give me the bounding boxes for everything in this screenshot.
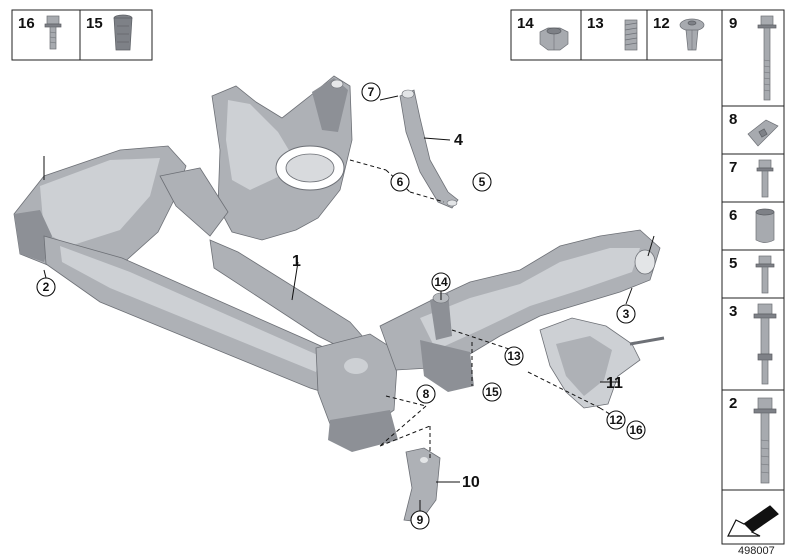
side-parts-column: 9 8 7 6 5 3 2 bbox=[721, 9, 785, 545]
hex-bolt-icon bbox=[753, 397, 777, 484]
callout-16[interactable]: 16 bbox=[626, 420, 646, 440]
callout-12[interactable]: 12 bbox=[606, 410, 626, 430]
callout-6[interactable]: 6 bbox=[390, 172, 410, 192]
svg-text:14: 14 bbox=[434, 275, 448, 289]
part-number-13: 13 bbox=[587, 15, 604, 32]
svg-text:15: 15 bbox=[485, 385, 499, 399]
stud-bolt-icon bbox=[753, 303, 777, 385]
part-number-7: 7 bbox=[729, 159, 737, 176]
callout-8[interactable]: 8 bbox=[416, 384, 436, 404]
svg-text:13: 13 bbox=[507, 349, 521, 363]
callout-14[interactable]: 14 bbox=[431, 272, 451, 292]
part-number-2: 2 bbox=[729, 395, 737, 412]
svg-text:2: 2 bbox=[43, 280, 50, 294]
header-parts-right: 14 13 12 bbox=[510, 9, 723, 61]
part-cell-5[interactable] bbox=[721, 249, 785, 299]
part-number-6: 6 bbox=[729, 207, 737, 224]
document-id: 498007 bbox=[738, 545, 775, 557]
part-cell-2[interactable] bbox=[721, 389, 785, 491]
hex-nut-icon bbox=[539, 27, 569, 51]
part-cell-16[interactable] bbox=[11, 9, 81, 61]
axle-carrier-assembly bbox=[13, 75, 665, 523]
callout-10[interactable]: 10 bbox=[462, 474, 480, 491]
bracket-clip-icon bbox=[747, 119, 779, 147]
svg-text:9: 9 bbox=[417, 513, 424, 527]
part-number-15: 15 bbox=[86, 15, 103, 32]
callout-13[interactable]: 13 bbox=[504, 346, 524, 366]
hex-flange-bolt-icon bbox=[44, 15, 62, 50]
callout-2[interactable]: 2 bbox=[36, 277, 56, 297]
header-parts-left: 16 15 bbox=[11, 9, 153, 61]
callout-11[interactable]: 11 bbox=[606, 375, 623, 392]
callout-7[interactable]: 7 bbox=[361, 82, 381, 102]
direction-arrow-icon bbox=[727, 505, 779, 537]
part-cell-3[interactable] bbox=[721, 297, 785, 391]
svg-text:6: 6 bbox=[397, 175, 404, 189]
callout-15[interactable]: 15 bbox=[482, 382, 502, 402]
threaded-sleeve-icon bbox=[624, 19, 638, 51]
part-number-5: 5 bbox=[729, 255, 737, 272]
svg-text:12: 12 bbox=[609, 413, 623, 427]
callout-5[interactable]: 5 bbox=[472, 172, 492, 192]
bushing-sleeve-icon bbox=[755, 208, 775, 243]
svg-text:7: 7 bbox=[368, 85, 375, 99]
callout-4[interactable]: 4 bbox=[454, 132, 463, 149]
svg-text:5: 5 bbox=[479, 175, 486, 189]
part-number-16: 16 bbox=[18, 15, 35, 32]
svg-text:16: 16 bbox=[629, 423, 643, 437]
svg-text:8: 8 bbox=[423, 387, 430, 401]
part-number-14: 14 bbox=[517, 15, 534, 32]
expanding-rivet-icon bbox=[679, 18, 705, 51]
part-number-12: 12 bbox=[653, 15, 670, 32]
svg-text:3: 3 bbox=[623, 307, 630, 321]
part-number-3: 3 bbox=[729, 303, 737, 320]
flange-bolt-icon bbox=[755, 255, 775, 294]
part-number-8: 8 bbox=[729, 111, 737, 128]
long-bolt-icon bbox=[757, 15, 777, 101]
callouts: 1 4 11 10 2 3 5 6 7 8 9 bbox=[36, 82, 646, 530]
callout-9[interactable]: 9 bbox=[410, 510, 430, 530]
part-cell-7[interactable] bbox=[721, 153, 785, 203]
callout-3[interactable]: 3 bbox=[616, 304, 636, 324]
callout-1[interactable]: 1 bbox=[292, 253, 301, 270]
short-bolt-icon bbox=[756, 159, 774, 198]
part-number-9: 9 bbox=[729, 15, 737, 32]
rivet-nut-icon bbox=[113, 14, 133, 51]
